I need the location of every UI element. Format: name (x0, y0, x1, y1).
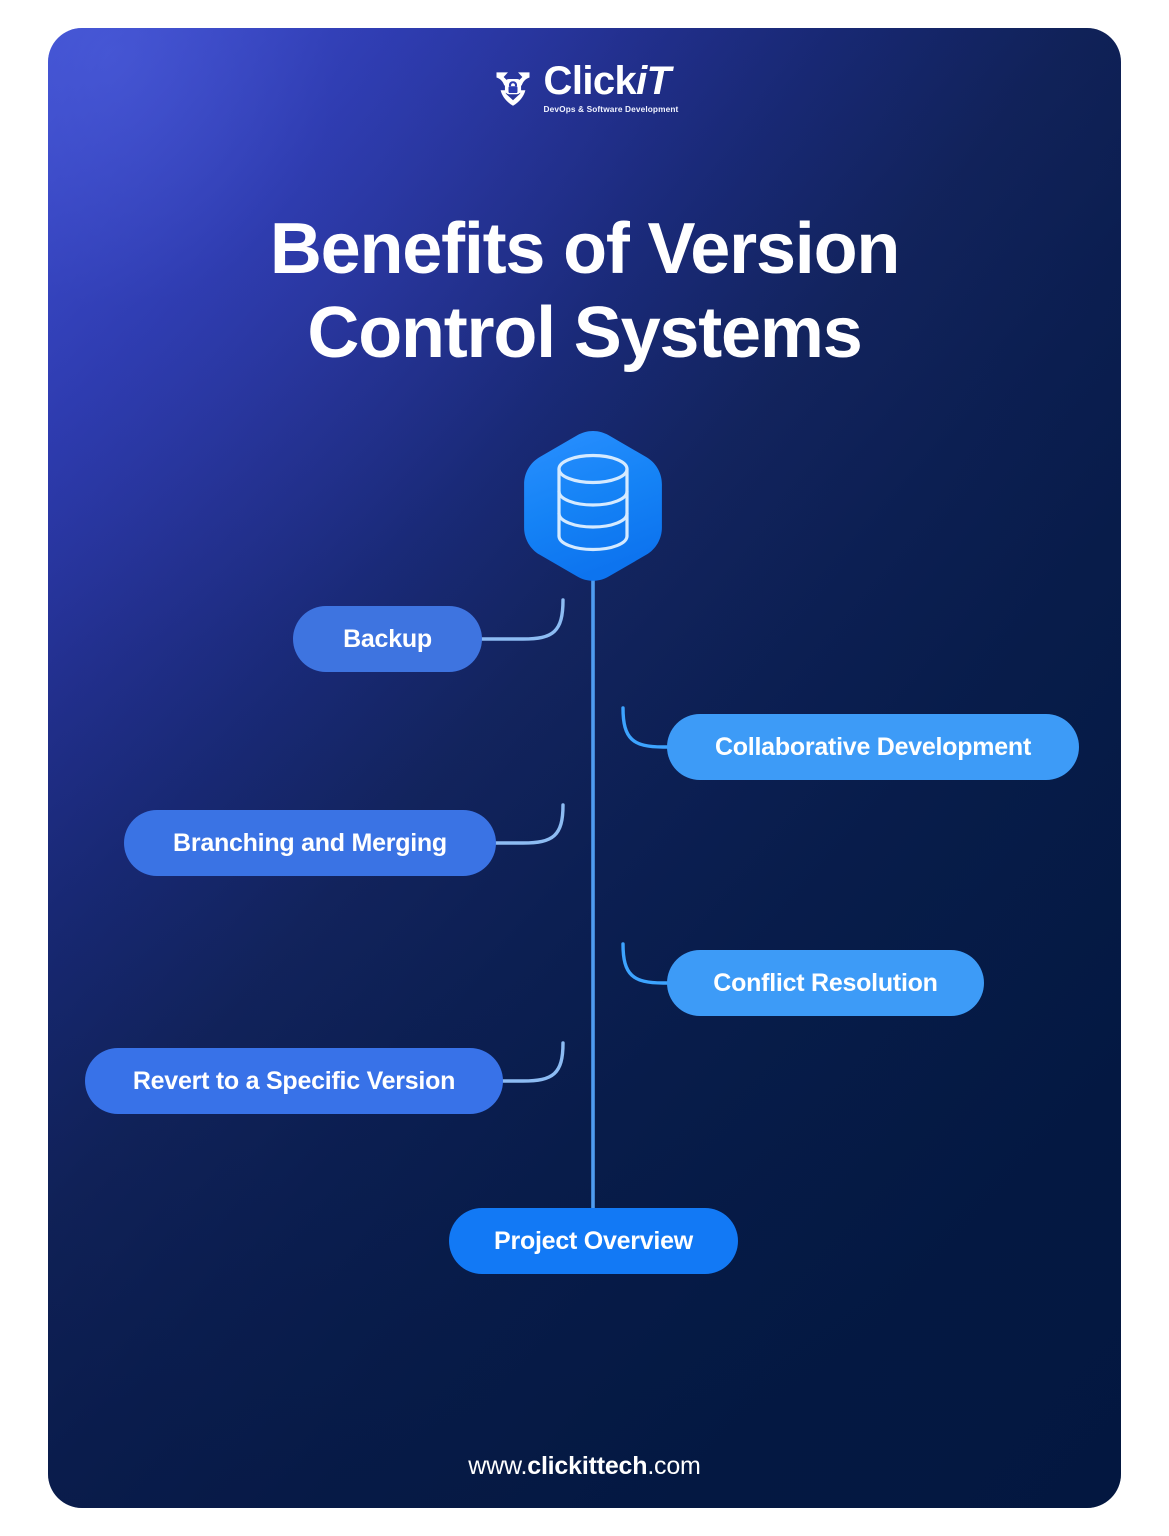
brand-tagline: DevOps & Software Development (543, 104, 679, 115)
database-icon (557, 453, 629, 552)
url-domain: clickittech (527, 1452, 648, 1480)
footer-website-url[interactable]: www.clickittech.com (0, 1452, 1169, 1481)
benefit-label: Collaborative Development (714, 732, 1032, 761)
url-suffix: .com (647, 1452, 701, 1480)
center-node-hexagon (524, 431, 662, 581)
benefit-pill-backup[interactable]: Backup (293, 606, 482, 672)
benefit-pill-collaborative-development[interactable]: Collaborative Development (667, 714, 1079, 780)
shield-lock-icon (496, 72, 530, 106)
benefit-label: Backup (343, 624, 432, 653)
title-line-1: Benefits of Version (269, 209, 901, 290)
benefit-label: Revert to a Specific Version (132, 1066, 456, 1095)
url-prefix: www. (468, 1452, 528, 1480)
page-title: Benefits of Version Control Systems (0, 208, 1169, 375)
benefit-pill-conflict-resolution[interactable]: Conflict Resolution (667, 950, 984, 1016)
connector-group-left (480, 518, 565, 1083)
brand-logo: ClickiT DevOps & Software Development (0, 59, 1169, 115)
benefit-pill-branching-and-merging[interactable]: Branching and Merging (124, 810, 496, 876)
benefit-label: Branching and Merging (173, 828, 447, 857)
benefit-pill-project-overview[interactable]: Project Overview (449, 1208, 738, 1274)
title-line-2: Control Systems (307, 292, 862, 373)
brand-name: ClickiT (543, 59, 672, 103)
connector-group-right (621, 518, 669, 985)
benefit-pill-revert-to-a-specific-version[interactable]: Revert to a Specific Version (85, 1048, 503, 1114)
benefit-label: Project Overview (494, 1226, 693, 1255)
benefit-label: Conflict Resolution (713, 968, 938, 997)
